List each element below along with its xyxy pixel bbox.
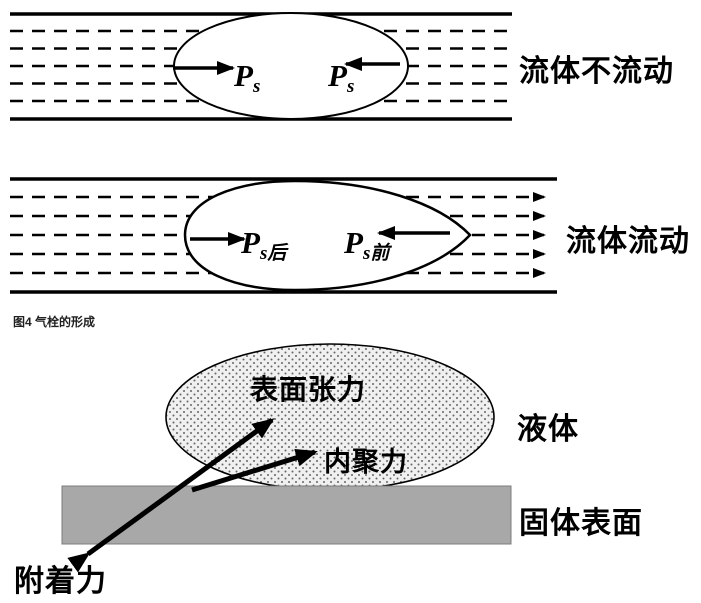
surface-tension-adhesion-arrow — [67, 417, 275, 573]
cohesion-label: 内聚力 — [324, 447, 408, 477]
pressure-label-ps-rear: Ps后 — [241, 225, 287, 264]
pipe-static-diagram — [10, 12, 512, 121]
pressure-label-ps-left: Ps — [234, 58, 261, 97]
solid-surface-label: 固体表面 — [519, 507, 643, 540]
gas-bubble-flowing — [183, 179, 472, 292]
pressure-label-ps-right: Ps — [328, 58, 355, 97]
adhesion-label: 附着力 — [14, 565, 107, 598]
flowing-label: 流体流动 — [566, 225, 690, 258]
cohesion-arrow — [191, 449, 318, 493]
gas-bubble-static — [173, 12, 409, 120]
figure-caption: 图4 气栓的形成 — [13, 315, 96, 329]
pipe-flowing-diagram — [10, 177, 557, 294]
surface-tension-label: 表面张力 — [250, 375, 367, 406]
liquid-label: 液体 — [517, 413, 579, 446]
static-flow-label: 流体不流动 — [519, 55, 674, 88]
droplet-diagram — [61, 343, 512, 573]
solid-surface-block — [61, 485, 512, 545]
pressure-label-ps-front: Ps前 — [344, 225, 390, 264]
